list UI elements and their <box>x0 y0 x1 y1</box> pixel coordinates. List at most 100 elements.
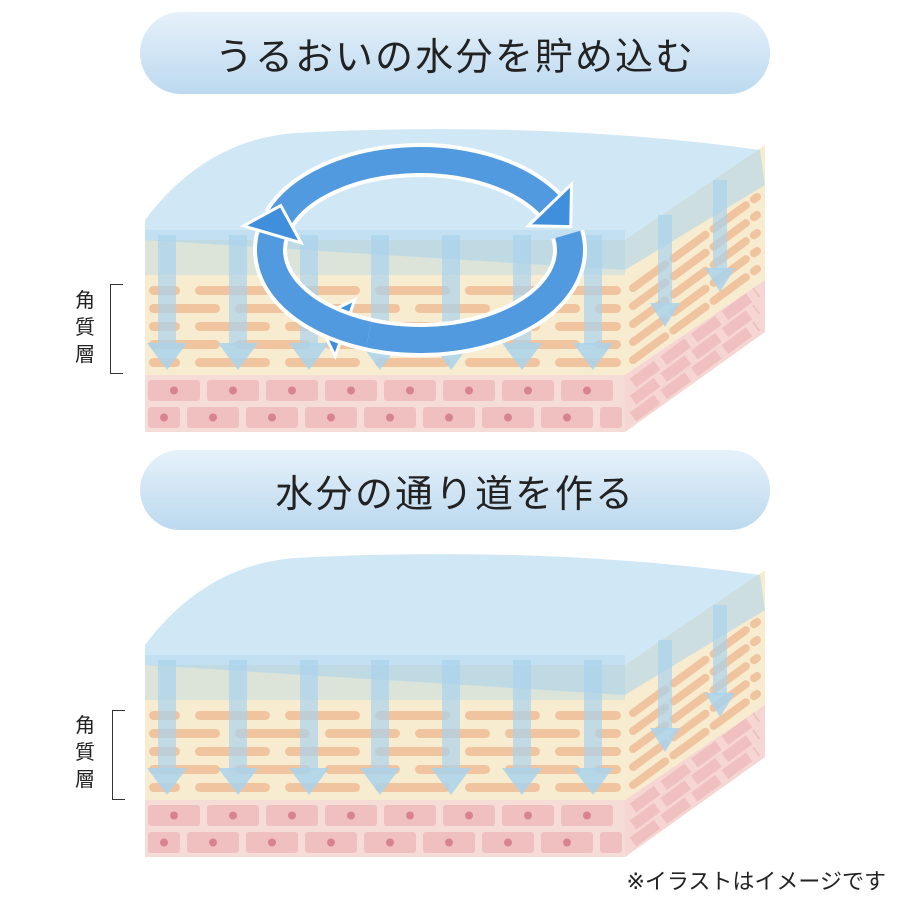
corneum-brick <box>285 783 360 792</box>
side-cell-row <box>629 712 761 813</box>
cell <box>600 407 622 428</box>
side-brick-row <box>629 193 761 292</box>
down-arrow-shaft <box>513 660 531 770</box>
cell-nucleus <box>406 811 414 820</box>
down-arrow-shaft <box>158 660 176 770</box>
side-brick-row <box>629 636 761 735</box>
corneum-brick <box>375 711 450 720</box>
down-arrow-head <box>218 768 258 795</box>
stratum-corneum-label: 角質層 <box>75 288 95 366</box>
side-arrow-head <box>650 303 680 327</box>
corneum-brick <box>375 358 450 367</box>
water-layer <box>145 129 765 270</box>
cell-nucleus <box>268 413 276 422</box>
down-arrow-head <box>147 343 187 370</box>
cell-nucleus <box>347 811 355 820</box>
side-cell-row <box>629 746 761 847</box>
side-brick-row <box>629 618 761 717</box>
side-brick-row <box>629 690 761 789</box>
down-arrow-head <box>502 768 542 795</box>
cell-nucleus <box>445 838 453 847</box>
down-arrow-shaft <box>584 235 602 345</box>
down-arrow-shaft <box>229 660 247 770</box>
swirl-arc <box>257 230 372 348</box>
cell-nucleus <box>524 386 532 395</box>
cell-nucleus <box>209 838 217 847</box>
corneum-brick <box>375 747 450 756</box>
cell-nucleus <box>229 811 237 820</box>
down-arrow-shaft <box>371 235 389 345</box>
cell-nucleus <box>445 413 453 422</box>
circulation-arrows-icon <box>239 143 587 361</box>
down-arrow-head <box>289 768 329 795</box>
cell-nucleus <box>386 838 394 847</box>
down-arrow-shaft <box>371 660 389 770</box>
side-arrow-shaft <box>713 605 727 695</box>
side-cell-row <box>629 321 761 422</box>
side-arrow-shaft <box>658 640 672 730</box>
down-arrow-head <box>289 343 329 370</box>
banner-text: 水分の通り道を作る <box>274 471 635 516</box>
cell-nucleus <box>583 386 591 395</box>
side-arrow-head <box>650 728 680 752</box>
title-banner-water-pathway: 水分の通り道を作る <box>140 450 770 530</box>
side-cell-row <box>629 729 761 830</box>
cell-nucleus <box>347 386 355 395</box>
down-arrow-head <box>573 343 613 370</box>
corneum-brick <box>285 711 360 720</box>
cell-nucleus <box>170 811 178 820</box>
side-cell-row <box>629 304 761 405</box>
down-arrow-shaft <box>229 235 247 345</box>
cell-nucleus <box>563 838 571 847</box>
down-arrow-shaft <box>158 235 176 345</box>
down-arrow-shaft <box>442 660 460 770</box>
side-arrow-shaft <box>658 215 672 305</box>
down-arrow-shaft <box>584 660 602 770</box>
cell-nucleus <box>583 811 591 820</box>
cell-nucleus <box>465 386 473 395</box>
stratum-corneum-bracket <box>110 284 123 374</box>
cell-nucleus <box>288 386 296 395</box>
down-arrow-head <box>573 768 613 795</box>
cell-nucleus <box>327 838 335 847</box>
corneum-brick <box>375 783 450 792</box>
corneum-brick <box>285 747 360 756</box>
cell-nucleus <box>268 838 276 847</box>
corneum-brick <box>375 286 450 295</box>
down-arrow-head <box>218 343 258 370</box>
corneum-brick <box>285 358 360 367</box>
cell <box>600 832 622 853</box>
down-arrow-head <box>147 768 187 795</box>
banner-text: うるおいの水分を貯め込む <box>214 34 695 79</box>
title-banner-store-moisture: うるおいの水分を貯め込む <box>140 12 770 94</box>
cell-nucleus <box>288 811 296 820</box>
down-arrow-head <box>360 768 400 795</box>
cell-nucleus <box>327 413 335 422</box>
illustration-disclaimer: ※イラストはイメージです <box>626 870 886 895</box>
skin-block <box>145 554 765 857</box>
side-brick-row <box>629 265 761 364</box>
side-cell-row <box>629 287 761 388</box>
cell-nucleus <box>229 386 237 395</box>
cell-nucleus <box>170 386 178 395</box>
cell-nucleus <box>386 413 394 422</box>
cell-nucleus <box>465 811 473 820</box>
corneum-brick <box>235 729 310 738</box>
cell-nucleus <box>563 413 571 422</box>
swirl-arrowhead <box>239 203 305 246</box>
side-arrow-head <box>705 268 735 292</box>
swirl-arc <box>267 147 560 227</box>
down-arrow-head <box>431 768 471 795</box>
cell-nucleus <box>160 838 168 847</box>
cell-nucleus <box>504 413 512 422</box>
stratum-corneum-bracket <box>112 710 125 800</box>
cell-nucleus <box>160 413 168 422</box>
swirl-arrowhead <box>524 180 574 229</box>
cell-nucleus <box>406 386 414 395</box>
cell-nucleus <box>504 838 512 847</box>
side-brick-row <box>629 247 761 346</box>
side-brick-row <box>629 672 761 771</box>
side-arrow-shaft <box>713 180 727 270</box>
swirl-arc <box>340 230 583 353</box>
